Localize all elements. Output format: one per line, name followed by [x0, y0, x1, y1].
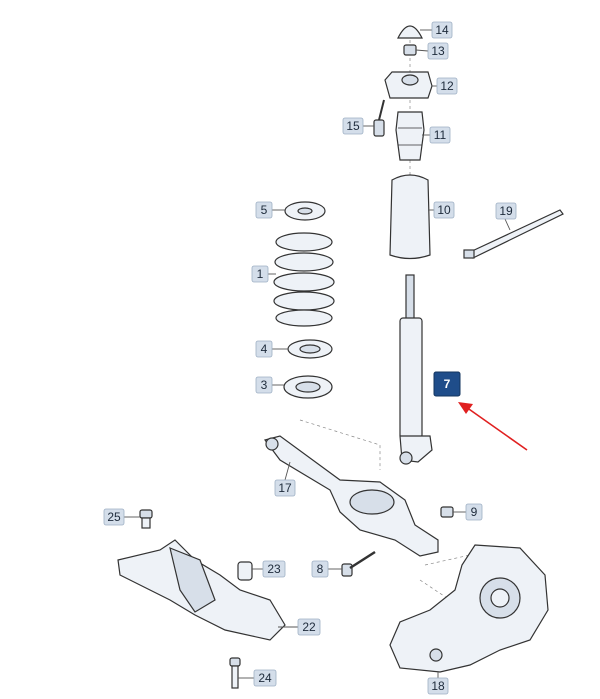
- callout-15[interactable]: 15: [342, 117, 364, 135]
- callout-25[interactable]: 25: [103, 508, 125, 526]
- callout-12-label: 12: [440, 79, 454, 93]
- callout-13-label: 13: [431, 44, 445, 58]
- callout-1[interactable]: 1: [251, 265, 269, 283]
- callout-14-label: 14: [435, 23, 449, 37]
- part-24-bolt: [229, 657, 241, 689]
- part-19-cable-tie: [463, 209, 564, 259]
- callout-15-label: 15: [346, 119, 360, 133]
- part-7-shock-absorber: [399, 274, 433, 465]
- part-15-bolt: [373, 99, 385, 137]
- part-4-isolator: [287, 339, 333, 359]
- callout-19[interactable]: 19: [495, 202, 517, 220]
- callout-17[interactable]: 17: [274, 479, 296, 497]
- part-8-bolt: [341, 550, 376, 577]
- part-9-nut: [440, 506, 454, 518]
- callout-5-label: 5: [261, 203, 268, 217]
- part-5-spring-seat: [284, 201, 326, 221]
- callout-3-label: 3: [261, 378, 268, 392]
- callout-9[interactable]: 9: [465, 503, 483, 521]
- part-25-bolt: [139, 509, 153, 529]
- callout-23-label: 23: [267, 562, 281, 576]
- callout-7-highlighted[interactable]: 7: [433, 371, 461, 397]
- callout-10[interactable]: 10: [433, 201, 455, 219]
- callout-24-label: 24: [258, 671, 272, 685]
- callout-23[interactable]: 23: [262, 560, 286, 578]
- callout-14[interactable]: 14: [431, 21, 453, 39]
- callout-11-label: 11: [434, 128, 447, 142]
- callout-10-label: 10: [437, 203, 451, 217]
- callout-8-label: 8: [317, 562, 324, 576]
- callout-22[interactable]: 22: [297, 618, 321, 636]
- callout-18-label: 18: [431, 679, 445, 693]
- callout-24[interactable]: 24: [253, 669, 277, 687]
- leader-lines: [124, 29, 511, 679]
- part-11-bump-stop: [395, 111, 425, 161]
- callout-22-label: 22: [302, 620, 316, 634]
- callout-18[interactable]: 18: [427, 677, 449, 695]
- callout-19-label: 19: [499, 204, 513, 218]
- callout-4-label: 4: [261, 342, 268, 356]
- part-14-cap: [397, 25, 423, 39]
- part-17-control-arm: [263, 435, 439, 557]
- callout-13[interactable]: 13: [427, 42, 449, 60]
- red-pointer-arrow: [458, 402, 528, 451]
- part-18-wheel-carrier: [389, 544, 549, 673]
- part-22-subframe: [117, 539, 286, 641]
- part-13-nut: [403, 44, 417, 56]
- part-23-bushing: [237, 561, 253, 581]
- callout-25-label: 25: [107, 510, 121, 524]
- callout-11[interactable]: 11: [429, 126, 451, 144]
- callout-9-label: 9: [471, 505, 478, 519]
- callout-5[interactable]: 5: [255, 201, 273, 219]
- callout-12[interactable]: 12: [436, 77, 458, 95]
- part-10-dust-boot: [389, 174, 431, 260]
- callout-8[interactable]: 8: [311, 560, 329, 578]
- callout-17-label: 17: [278, 481, 292, 495]
- callout-3[interactable]: 3: [255, 376, 273, 394]
- callout-7-label: 7: [444, 377, 451, 391]
- part-1-coil-spring: [273, 232, 335, 327]
- callout-4[interactable]: 4: [255, 340, 273, 358]
- part-3-lower-pad: [283, 375, 333, 399]
- part-12-top-mount: [384, 71, 433, 99]
- callout-1-label: 1: [257, 267, 264, 281]
